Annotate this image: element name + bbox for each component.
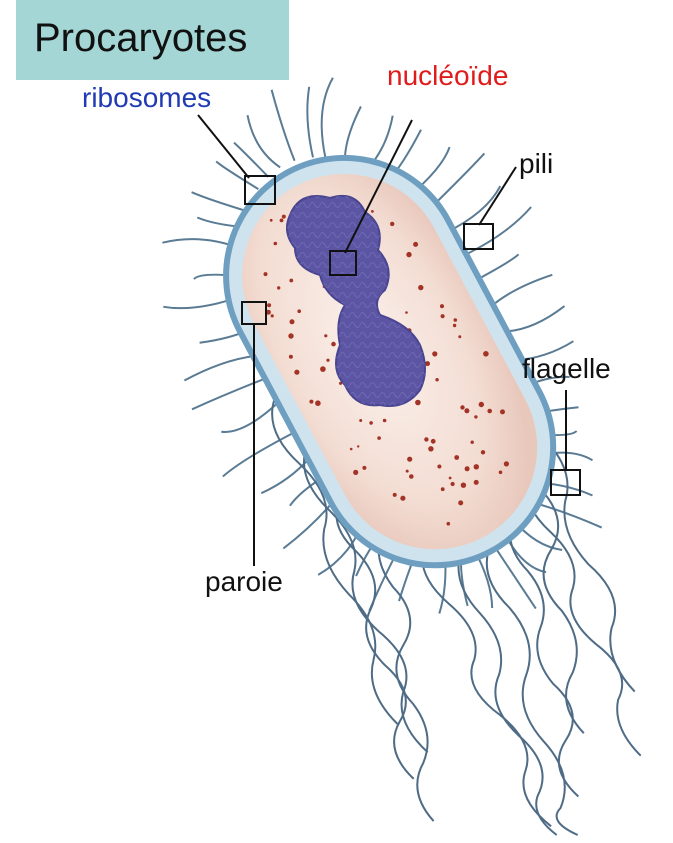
ribosome-dot — [428, 446, 433, 451]
ribosome-dot — [481, 450, 485, 454]
flagellum — [487, 541, 578, 835]
ribosome-dot — [390, 222, 394, 226]
ribosome-dot — [464, 408, 469, 413]
ribosome-dot — [320, 366, 326, 372]
ribosome-dot — [424, 437, 428, 441]
ribosome-dot — [458, 500, 463, 505]
ribosome-dot — [405, 311, 408, 314]
pilus — [261, 457, 310, 493]
ribosome-dot — [413, 242, 418, 247]
ribosome-dot — [315, 400, 321, 406]
ribosome-dot — [359, 419, 362, 422]
ribosome-dot — [437, 465, 441, 469]
pilus — [234, 143, 268, 177]
ribosome-dot — [383, 419, 387, 423]
ribosome-dot — [406, 252, 411, 257]
ribosome-dot — [274, 242, 278, 246]
ribosome-dot — [451, 482, 455, 486]
ribosome-dot — [331, 342, 336, 347]
ribosome-dot — [479, 402, 484, 407]
label-paroie: paroie — [205, 568, 283, 596]
pilus — [192, 192, 248, 211]
ribosome-dot — [435, 378, 438, 381]
ribosome-dot — [458, 335, 461, 338]
pili-leader — [479, 167, 516, 225]
ribosome-dot — [377, 436, 381, 440]
flagellum — [422, 548, 551, 826]
ribosome-dot — [499, 471, 503, 475]
ribosome-dot — [369, 421, 373, 425]
ribosome-dot — [350, 448, 353, 451]
ribosome-dot — [453, 324, 456, 327]
label-nucleoide: nucléoïde — [387, 62, 508, 90]
ribosome-dot — [461, 483, 466, 488]
ribosome-dot — [353, 470, 358, 475]
ribosome-dot — [407, 457, 412, 462]
ribosome-dot — [431, 439, 436, 444]
ribosome-dot — [418, 285, 423, 290]
ribosome-dot — [474, 464, 479, 469]
ribosome-dot — [280, 219, 284, 223]
pili-callout-box — [464, 224, 493, 249]
ribosome-dot — [294, 370, 299, 375]
ribosome-dot — [432, 351, 437, 356]
pilus — [345, 107, 361, 162]
label-flagelle: flagelle — [522, 355, 611, 383]
ribosome-dot — [393, 493, 397, 497]
ribosome-dot — [309, 400, 313, 404]
pilus — [322, 78, 333, 158]
ribosome-dot — [440, 304, 444, 308]
pilus — [492, 275, 552, 306]
ribosome-dot — [267, 303, 271, 307]
diagram-title: Procaryotes — [34, 18, 247, 58]
ribosome-dot — [454, 455, 459, 460]
ribosome-dot — [357, 445, 359, 447]
label-ribosomes: ribosomes — [82, 84, 211, 112]
pilus — [223, 433, 294, 477]
ribosome-dot — [324, 334, 327, 337]
ribosome-dot — [371, 210, 374, 213]
ribosome-dot — [289, 355, 293, 359]
pilus — [272, 90, 295, 161]
ribosome-dot — [441, 487, 445, 491]
pilus — [184, 356, 257, 381]
ribosomes-leader — [198, 115, 249, 178]
ribosome-dot — [474, 480, 479, 485]
ribosome-dot — [282, 215, 286, 219]
ribosome-dot — [362, 466, 366, 470]
ribosome-dot — [454, 318, 458, 322]
ribosome-dot — [289, 279, 293, 283]
ribosome-dot — [264, 272, 268, 276]
ribosome-dot — [271, 314, 274, 317]
ribosome-dot — [465, 466, 470, 471]
ribosome-dot — [471, 441, 474, 444]
ribosome-dot — [400, 496, 405, 501]
pilus — [478, 254, 519, 279]
ribosome-dot — [483, 351, 489, 357]
ribosome-dot — [406, 470, 409, 473]
ribosome-dot — [290, 319, 295, 324]
ribosome-dot — [447, 522, 451, 526]
label-pili: pili — [519, 150, 553, 178]
ribosome-dot — [449, 477, 452, 480]
ribosome-dot — [487, 409, 492, 414]
ribosome-dot — [504, 461, 509, 466]
ribosome-dot — [270, 219, 273, 222]
ribosome-dot — [500, 409, 505, 414]
ribosome-dot — [474, 415, 477, 418]
ribosome-dot — [441, 314, 445, 318]
ribosome-dot — [297, 309, 301, 313]
ribosome-dot — [326, 359, 329, 362]
ribosome-dot — [288, 333, 293, 338]
pilus — [221, 403, 277, 432]
pilus — [307, 87, 313, 157]
ribosome-dot — [460, 405, 464, 409]
ribosome-dot — [277, 286, 280, 289]
ribosome-dot — [415, 400, 421, 406]
ribosome-dot — [409, 474, 414, 479]
pilus — [504, 306, 564, 331]
